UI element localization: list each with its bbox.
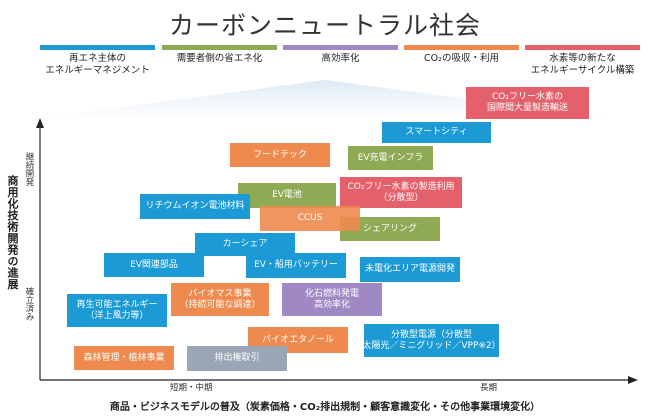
box-ccus: CCUS — [260, 206, 360, 231]
category-hydrogen-energy-cycle: 水素等の新たなエネルギーサイクル構築 — [525, 45, 640, 77]
x-tick-right: 長期 — [480, 383, 498, 393]
box-co2free-hydrogen-distributed: CO₂フリー水素の製造利用（分散型） — [340, 177, 462, 208]
y-tick-top: 継続開発 — [24, 152, 34, 186]
y-axis-label: 商用化技術開発の進展 — [6, 175, 19, 290]
category-color-bar — [404, 45, 519, 50]
x-axis-arrow — [628, 376, 638, 384]
x-tick-left: 短期・中期 — [170, 383, 213, 393]
category-renewable-energy-management: 再エネ主体のエネルギーマネジメント — [40, 45, 155, 77]
category-label: CO₂の吸収・利用 — [424, 53, 499, 64]
category-color-bar — [525, 45, 640, 50]
box-car-share: カーシェア — [195, 233, 295, 256]
category-color-bar — [283, 45, 398, 50]
box-food-tech: フードテック — [230, 143, 330, 167]
y-axis-arrow — [36, 118, 44, 128]
box-emission-trading: 排出権取引 — [187, 346, 287, 371]
page-title: カーボンニュートラル社会 — [168, 11, 481, 40]
category-co2-absorption-use: CO₂の吸収・利用 — [404, 45, 519, 65]
box-ev-charging-infra: EV充電インフラ — [348, 146, 433, 170]
category-demand-side-efficiency: 需要者側の省エネ化 — [162, 45, 277, 65]
box-biomass: バイオマス事業（持続可能な調達） — [171, 283, 269, 316]
box-smart-city: スマートシティ — [382, 122, 491, 143]
box-ev-battery: EV電池 — [238, 183, 336, 208]
category-label: 需要者側の省エネ化 — [176, 53, 263, 64]
box-fossil-power-efficiency: 化石燃料発電高効率化 — [282, 283, 382, 316]
box-co2free-hydrogen-intl: CO₂フリー水素の国際間大量製造輸送 — [466, 87, 589, 119]
category-label: 高効率化 — [321, 53, 360, 64]
category-color-bar — [162, 45, 277, 50]
box-forest-management: 森林管理・植林事業 — [74, 346, 174, 370]
y-tick-bottom: 確立済み — [24, 287, 34, 321]
box-unelectrified-area-power: 未電化エリア電源開発 — [360, 257, 460, 282]
category-color-bar — [40, 45, 155, 50]
box-distributed-power: 分散型電源（分散型太陽光／ミニグリッド／VPP※2） — [362, 324, 501, 357]
box-lithium-ion-battery-materials: リチウムイオン電池材料 — [140, 194, 250, 219]
category-high-efficiency: 高効率化 — [283, 45, 398, 65]
box-ev-related-parts: EV関連部品 — [104, 253, 204, 277]
category-label: 水素等の新たなエネルギーサイクル構築 — [530, 53, 635, 76]
x-axis-label: 商品・ビジネスモデルの普及（炭素価格・CO₂排出規制・顧客意識変化・その他事業環… — [109, 402, 541, 413]
box-renewable-energy: 再生可能エネルギー（洋上風力等） — [67, 294, 167, 327]
category-label: 再エネ主体のエネルギーマネジメント — [45, 53, 150, 76]
box-ev-ship-battery: EV・船用バッテリー — [246, 253, 346, 278]
